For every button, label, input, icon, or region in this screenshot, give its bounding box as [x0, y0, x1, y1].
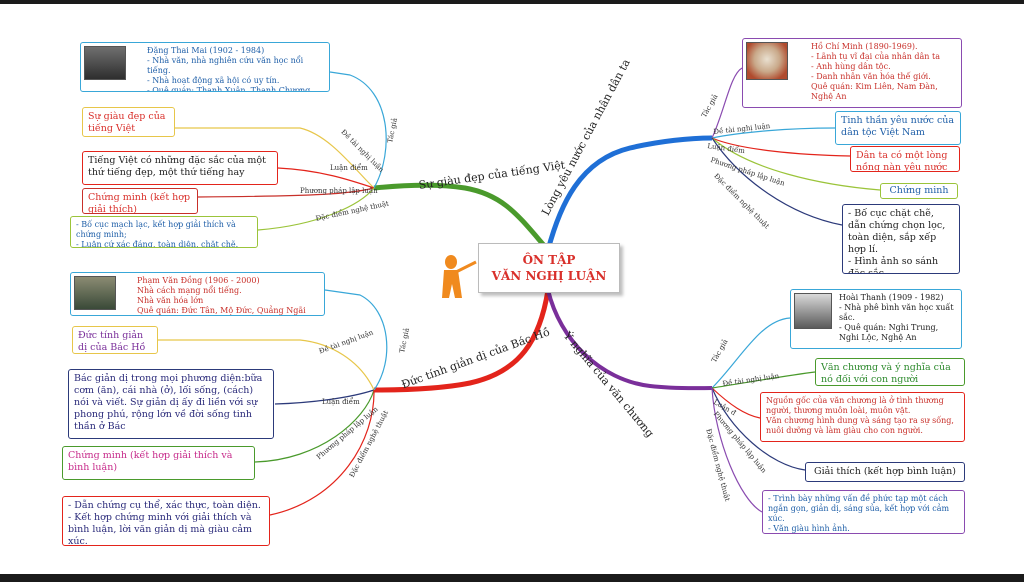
bl-link-art — [269, 389, 375, 516]
portrait-dang-thai-mai — [84, 46, 126, 80]
branch-line-1 — [373, 182, 550, 252]
bl-art-node[interactable]: - Dẫn chứng cụ thể, xác thực, toàn diện.… — [62, 496, 270, 546]
bl-link-method — [254, 389, 375, 463]
portrait-ho-chi-minh — [746, 42, 788, 80]
bl-link-author — [324, 289, 388, 391]
br-thesis-node[interactable]: Nguồn gốc của văn chương là ở tình thươn… — [760, 392, 965, 442]
tr-link-thesis — [711, 137, 851, 157]
tl-label-thesis: Luận điểm — [330, 164, 368, 172]
tr-link-topic — [711, 127, 836, 139]
tl-art-node[interactable]: - Bố cục mạch lạc, kết hợp giải thích và… — [70, 216, 258, 248]
central-topic[interactable]: ÔN TẬP VĂN NGHỊ LUẬN — [478, 243, 620, 293]
central-topic-line1: ÔN TẬP — [522, 253, 576, 267]
br-topic-node[interactable]: Văn chương và ý nghĩa của nó đối với con… — [815, 358, 965, 386]
bl-thesis-node[interactable]: Bác giản dị trong mọi phương diện:bữa cơ… — [68, 369, 274, 439]
tl-label-method: Phương pháp lập luận — [300, 187, 378, 195]
tr-link-art — [711, 137, 843, 226]
tr-topic-node[interactable]: Tinh thần yêu nước của dân tộc Việt Nam — [835, 111, 961, 145]
top-frame-bar — [0, 0, 1024, 4]
portrait-pham-van-dong — [74, 276, 116, 310]
tl-thesis-node[interactable]: Tiếng Việt có những đặc sắc của một thứ … — [82, 151, 278, 185]
branch-line-4 — [546, 289, 713, 391]
br-art-node[interactable]: - Trình bày những vấn đề phức tạp một cá… — [762, 490, 965, 534]
tr-method-node[interactable]: Chứng minh — [880, 183, 958, 199]
br-link-art — [711, 387, 763, 513]
tl-link-topic — [175, 127, 375, 189]
bl-link-topic — [158, 339, 375, 391]
tl-method-node[interactable]: Chứng minh (kết hợp giải thích) — [82, 188, 198, 214]
br-link-method — [711, 387, 806, 471]
bl-link-thesis — [274, 389, 375, 405]
bl-label-thesis: Luận điểm — [322, 398, 360, 406]
tl-link-author — [329, 71, 387, 189]
tr-art-node[interactable]: - Bố cục chặt chẽ, dẫn chứng chọn lọc, t… — [842, 204, 960, 274]
tl-topic-node[interactable]: Sự giàu đẹp của tiếng Việt — [82, 107, 175, 137]
branch-line-3 — [373, 289, 551, 393]
tl-link-thesis — [277, 167, 375, 189]
bl-topic-node[interactable]: Đức tính giản dị của Bác Hồ — [72, 326, 158, 354]
tr-link-author — [711, 67, 743, 139]
tr-thesis-node[interactable]: Dân ta có một lòng nồng nàn yêu nước — [850, 146, 960, 172]
tl-link-method — [197, 187, 375, 198]
presenter-figure-icon — [442, 255, 477, 298]
portrait-hoai-thanh — [794, 293, 832, 329]
br-link-topic — [711, 371, 816, 389]
br-method-node[interactable]: Giải thích (kết hợp bình luận) — [805, 462, 965, 482]
bottom-frame-bar — [0, 574, 1024, 582]
br-link-author — [711, 317, 791, 389]
branch-line-2 — [545, 135, 713, 251]
bl-method-node[interactable]: Chứng minh (kết hợp giải thích và bình l… — [62, 446, 255, 480]
tr-link-method — [711, 137, 881, 191]
tl-link-art — [257, 187, 375, 231]
br-link-thesis — [711, 387, 761, 419]
central-topic-line2: VĂN NGHỊ LUẬN — [491, 269, 607, 283]
